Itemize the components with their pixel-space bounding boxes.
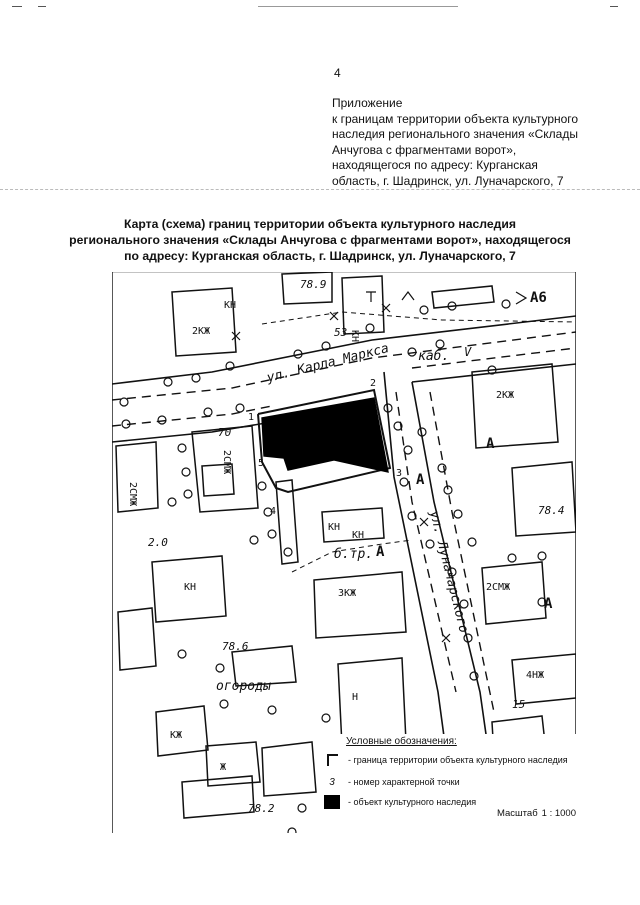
- scan-edge-mark: [12, 6, 22, 7]
- building-code: КН: [328, 522, 340, 533]
- scan-edge-mark: [610, 6, 618, 7]
- elevation: 2.0: [148, 536, 168, 549]
- point-4: 4: [270, 506, 276, 517]
- elevation: 78.6: [222, 640, 249, 653]
- scan-artifact-line: [0, 189, 640, 190]
- pole-markers: [231, 303, 451, 643]
- house-number: 53: [334, 326, 347, 339]
- appendix-line: Приложение: [332, 96, 403, 110]
- building-code: КЖ: [170, 730, 182, 741]
- house-number: 70: [218, 426, 232, 439]
- point-1: 1: [248, 412, 254, 423]
- building-code: КН: [224, 300, 236, 311]
- legend-row-boundary: - граница территории объекта культурного…: [322, 752, 570, 768]
- cable-line: [261, 311, 576, 325]
- appendix-block: Приложение к границам территории объекта…: [332, 96, 632, 190]
- point-2: 2: [370, 378, 376, 389]
- cable-label: каб.: [418, 349, 449, 364]
- a-mark: А: [544, 596, 553, 612]
- buildings: [115, 272, 576, 819]
- building-code: 2СМЖ: [486, 582, 510, 593]
- building-code: Н: [352, 692, 358, 703]
- arrow-icon: [515, 291, 528, 305]
- legend-row-point: 3 - номер характерной точки: [322, 774, 462, 790]
- object-symbol-icon: [322, 794, 342, 810]
- elevation: 78.4: [538, 504, 565, 517]
- a-mark: А: [416, 472, 425, 488]
- building-code: 2КЖ: [496, 390, 514, 401]
- point-number-symbol: 3: [329, 776, 335, 788]
- scale-value: 1 : 1000: [541, 808, 576, 819]
- building-code: Ж: [220, 762, 226, 773]
- boundary-point-labels: 1 2 3 4 5: [248, 378, 402, 517]
- tee-marker-icon: [401, 291, 415, 301]
- boundary-symbol-icon: [322, 752, 342, 768]
- elevation: 78.2: [248, 802, 275, 815]
- territory-boundary: [257, 388, 392, 494]
- btr-label: б.тр.: [334, 547, 373, 562]
- appendix-line: к границам территории объекта культурног…: [332, 111, 579, 126]
- building-code-labels: 2КЖ 2КЖ 2СМЖ 2СМЖ 2СМЖ 3КЖ 4НЖ КН КН КН …: [127, 300, 544, 773]
- appendix-line: Анчугова с фрагментами ворот»,: [332, 142, 517, 157]
- building-code: 2КЖ: [192, 326, 210, 337]
- heritage-object: [261, 397, 389, 473]
- building-code: КН: [184, 582, 196, 593]
- legend-title: Условные обозначения:: [344, 736, 459, 747]
- appendix-line: наследия регионального значения «Склады: [332, 127, 578, 142]
- page-number: 4: [334, 66, 341, 80]
- building-code: КН: [349, 330, 360, 342]
- legend-point-text: - номер характерной точки: [346, 777, 462, 787]
- building-code: КН: [352, 530, 364, 541]
- ogorody-label: огороды: [216, 679, 271, 694]
- tree-markers: [119, 299, 547, 833]
- house-number: 15: [512, 698, 525, 711]
- scan-edge-mark: [38, 6, 46, 7]
- building-code: 3КЖ: [338, 588, 356, 599]
- appendix-line: находящегося по адресу: Курганская: [332, 158, 538, 173]
- building-code: 2СМЖ: [127, 482, 138, 506]
- elevation: 78.9: [300, 278, 327, 291]
- tee-marker-icon: [366, 291, 376, 302]
- pipe-line: [291, 539, 413, 573]
- point-5: 5: [258, 458, 264, 469]
- cable-v-label: V: [464, 345, 472, 359]
- point-3: 3: [396, 468, 402, 479]
- a-mark: А: [486, 436, 495, 452]
- scale-label: Масштаб: [497, 808, 538, 819]
- legend-boundary-text: - граница территории объекта культурного…: [346, 755, 570, 765]
- legend-row-object: - объект культурного наследия: [322, 794, 479, 810]
- map-title-line: по адресу: Курганская область, г. Шадрин…: [124, 249, 516, 263]
- building-code: 4НЖ: [526, 670, 544, 681]
- cadastral-map: 1 2 3 4 5 ул. Карла Маркса ул. Луначарск…: [112, 272, 576, 833]
- map-title-line: регионального значения «Склады Анчугова …: [69, 233, 571, 247]
- building-code: 2СМЖ: [221, 450, 232, 474]
- a6-mark: А6: [530, 290, 547, 306]
- a-mark: А: [376, 544, 385, 560]
- legend-object-text: - объект культурного наследия: [346, 797, 479, 807]
- map-title-line: Карта (схема) границ территории объекта …: [124, 217, 516, 231]
- map-title: Карта (схема) границ территории объекта …: [20, 216, 620, 264]
- appendix-line: область, г. Шадринск, ул. Луначарского, …: [332, 173, 564, 188]
- scan-edge-mark: [258, 6, 458, 7]
